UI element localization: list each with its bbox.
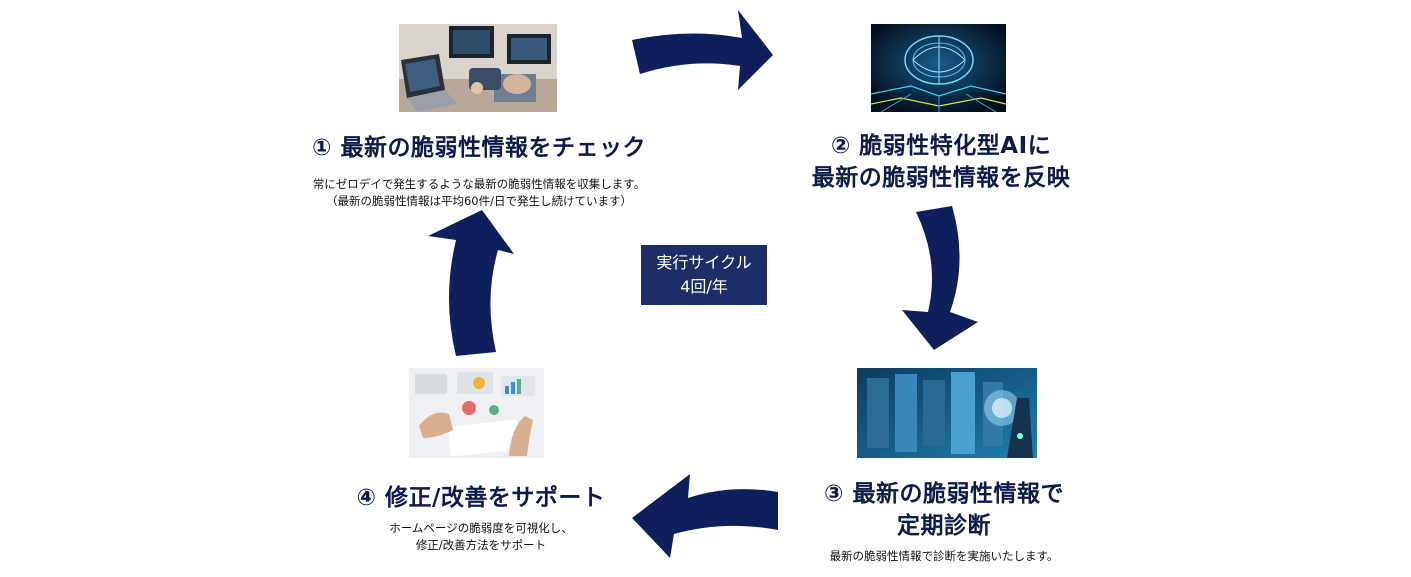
step3-title-line1: ③ 最新の脆弱性情報で [824,481,1064,507]
step4-description: ホームページの脆弱度を可視化し、 修正/改善方法をサポート [368,520,594,554]
cycle-label: 実行サイクル [656,253,752,272]
step3-title: ③ 最新の脆弱性情報で 定期診断 [798,478,1090,542]
arrow-step3-to-step4 [632,474,778,558]
arrow-step2-to-step3 [902,206,978,350]
cycle-frequency: 4回/年 [680,277,728,296]
step1-desc-line2: （最新の脆弱性情報は平均60件/日で発生し続けています） [325,194,632,208]
photo-ai-brain [871,24,1006,112]
cycle-frequency-box: 実行サイクル 4回/年 [641,245,767,305]
step1-desc-line1: 常にゼロデイで発生するような最新の脆弱性情報を収集します。 [312,177,646,191]
step1-description: 常にゼロデイで発生するような最新の脆弱性情報を収集します。 （最新の脆弱性情報は… [296,176,662,210]
step3-title-line2: 定期診断 [897,513,991,539]
step1-title: ① 最新の脆弱性情報をチェック [312,135,646,161]
arrow-step4-to-step1 [428,210,514,356]
photo-analytics-hands [409,368,544,458]
step3-description: 最新の脆弱性情報で診断を実施いたします。 [829,549,1059,563]
step4-desc-line2: 修正/改善方法をサポート [415,538,547,552]
step2-title: ② 脆弱性特化型AIに 最新の脆弱性情報を反映 [786,130,1096,194]
step4-desc-line1: ホームページの脆弱度を可視化し、 [389,521,573,535]
step2-title-line1: ② 脆弱性特化型AIに [830,133,1052,159]
step4-title: ④ 修正/改善をサポート [356,485,606,511]
photo-server-diagnosis [857,368,1037,458]
photo-developer-monitors [399,24,557,112]
arrow-step1-to-step2 [632,10,773,90]
step2-title-line2: 最新の脆弱性情報を反映 [811,165,1071,191]
